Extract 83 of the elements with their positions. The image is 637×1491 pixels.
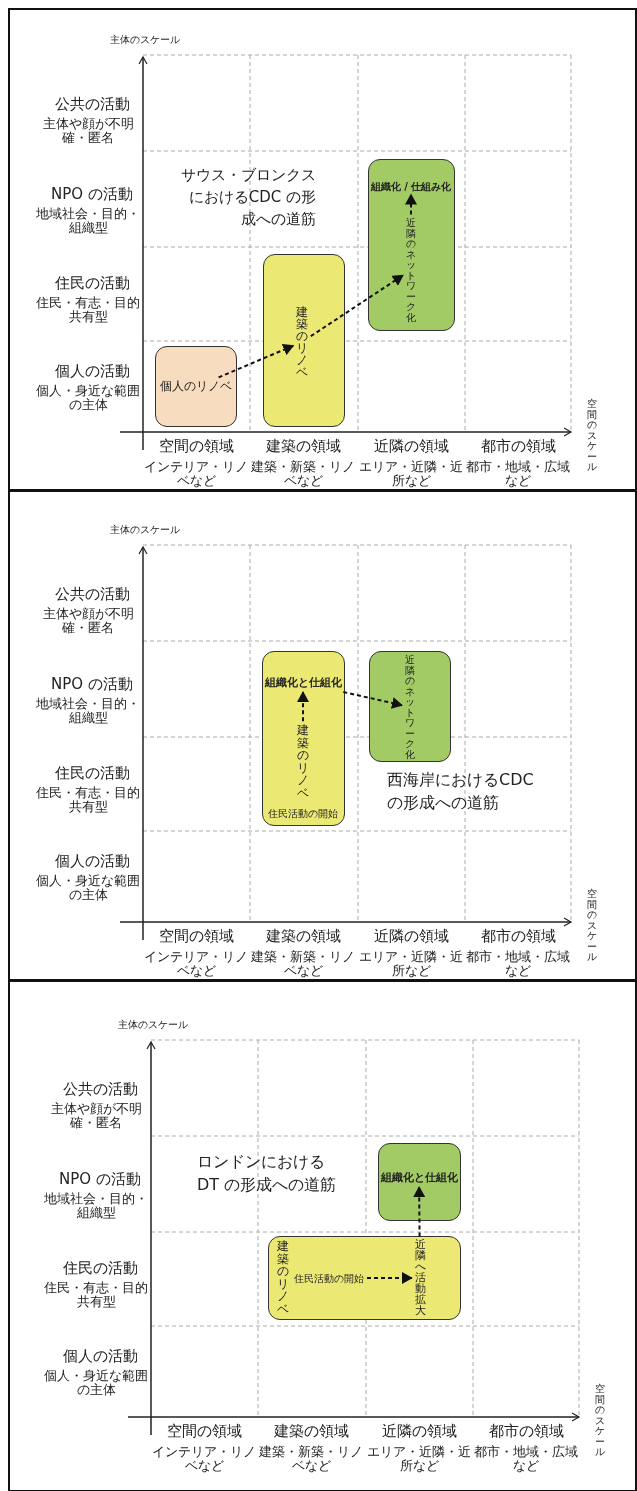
- arrow: [413, 1186, 426, 1238]
- column-heading: 建築の領域: [265, 437, 341, 455]
- axis-title: 主体のスケール: [110, 33, 180, 45]
- column-subheading: 建築・新築・リノベなど: [250, 949, 356, 979]
- row-heading: NPO の活動: [59, 1170, 141, 1188]
- row-subheading: 住民・有志・目的共有型: [35, 295, 141, 325]
- rounded-box: [262, 651, 345, 826]
- column-subheading: 建築・新築・リノベなど: [250, 459, 356, 489]
- axis-title: 主体のスケール: [118, 1018, 188, 1030]
- axis-title: 主体のスケール: [110, 523, 180, 535]
- row-heading: 個人の活動: [62, 1347, 138, 1365]
- row-subheading: 個人・身近な範囲の主体: [35, 383, 141, 413]
- row-subheading: 住民・有志・目的共有型: [35, 785, 141, 815]
- row-subheading: 個人・身近な範囲の主体: [35, 873, 141, 903]
- axis-title: 空間のスケール: [595, 1384, 605, 1458]
- axis-title: 空間のスケール: [587, 889, 597, 963]
- step-label: 近隣のネットワーク化: [406, 217, 416, 323]
- step-label: 建築のリノベ: [277, 1240, 289, 1316]
- row-heading: 個人の活動: [54, 852, 130, 870]
- arrow: [309, 274, 404, 338]
- column-subheading: 都市・地域・広域など: [465, 459, 571, 489]
- column-heading: 都市の領域: [480, 927, 556, 945]
- column-heading: 空間の領域: [158, 927, 234, 945]
- row-heading: 公共の活動: [62, 1080, 138, 1098]
- rounded-box: [368, 159, 455, 331]
- step-label: 近隣のネットワーク化: [405, 654, 415, 760]
- rounded-box: [155, 346, 237, 427]
- arrow: [297, 691, 309, 723]
- chart-title: ロンドンにおけるDT の形成への道筋: [197, 1151, 337, 1197]
- arrow: [405, 193, 417, 216]
- step-label: 建築のリノベ: [296, 305, 308, 379]
- rounded-box: [369, 651, 451, 762]
- column-heading: 空間の領域: [158, 437, 234, 455]
- row-heading: NPO の活動: [51, 185, 133, 203]
- arrow: [217, 344, 295, 379]
- row-subheading: 地域社会・目的・組織型: [43, 1191, 149, 1221]
- row-heading: 住民の活動: [62, 1259, 138, 1277]
- rounded-box: [378, 1143, 461, 1221]
- row-subheading: 個人・身近な範囲の主体: [43, 1368, 149, 1398]
- step-label: 建築のリノベ: [297, 724, 309, 800]
- arrow: [342, 691, 403, 709]
- column-heading: 近隣の領域: [373, 927, 449, 945]
- column-subheading: 都市・地域・広域など: [473, 1444, 579, 1474]
- row-heading: 住民の活動: [54, 764, 130, 782]
- row-heading: 住民の活動: [54, 274, 130, 292]
- column-heading: 近隣の領域: [373, 437, 449, 455]
- column-subheading: インテリア・リノベなど: [143, 949, 249, 979]
- column-subheading: 建築・新築・リノベなど: [258, 1444, 364, 1474]
- chart-title: サウス・ブロンクスにおけるCDC の形成への道筋: [180, 165, 316, 230]
- column-heading: 建築の領域: [265, 927, 341, 945]
- step-label: 住民活動の開始: [268, 807, 338, 819]
- row-heading: 公共の活動: [54, 585, 130, 603]
- step-label: 組織化と仕組化: [380, 1171, 458, 1185]
- row-subheading: 住民・有志・目的共有型: [43, 1280, 149, 1310]
- column-subheading: エリア・近隣・近所など: [358, 949, 464, 979]
- row-heading: 個人の活動: [54, 362, 130, 380]
- column-heading: 都市の領域: [480, 437, 556, 455]
- step-label: 住民活動の開始: [294, 1272, 364, 1284]
- row-heading: NPO の活動: [51, 675, 133, 693]
- column-heading: 都市の領域: [488, 1422, 564, 1440]
- row-heading: 公共の活動: [54, 95, 130, 113]
- rounded-box: [268, 1236, 461, 1320]
- arrow: [366, 1272, 413, 1284]
- step-label: 組織化と仕組化: [264, 676, 342, 690]
- row-subheading: 主体や顔が不明確・匿名: [41, 606, 135, 636]
- column-subheading: エリア・近隣・近所など: [366, 1444, 472, 1474]
- row-subheading: 主体や顔が不明確・匿名: [41, 116, 135, 146]
- row-subheading: 地域社会・目的・組織型: [35, 206, 141, 236]
- rounded-box: [263, 254, 345, 427]
- column-subheading: 都市・地域・広域など: [465, 949, 571, 979]
- chart-title: 西海岸におけるCDC の形成への道筋: [387, 769, 535, 815]
- column-subheading: インテリア・リノベなど: [143, 459, 249, 489]
- column-heading: 近隣の領域: [381, 1422, 457, 1440]
- column-subheading: エリア・近隣・近所など: [358, 459, 464, 489]
- row-subheading: 主体や顔が不明確・匿名: [49, 1101, 143, 1131]
- column-subheading: インテリア・リノベなど: [151, 1444, 257, 1474]
- step-label: 個人のリノベ: [160, 380, 232, 394]
- step-label: 組織化 / 仕組み化: [370, 180, 452, 192]
- axis-title: 空間のスケール: [587, 399, 597, 473]
- column-heading: 建築の領域: [273, 1422, 349, 1440]
- column-heading: 空間の領域: [166, 1422, 242, 1440]
- step-label: 近隣へ活動拡大: [414, 1239, 426, 1317]
- row-subheading: 地域社会・目的・組織型: [35, 696, 141, 726]
